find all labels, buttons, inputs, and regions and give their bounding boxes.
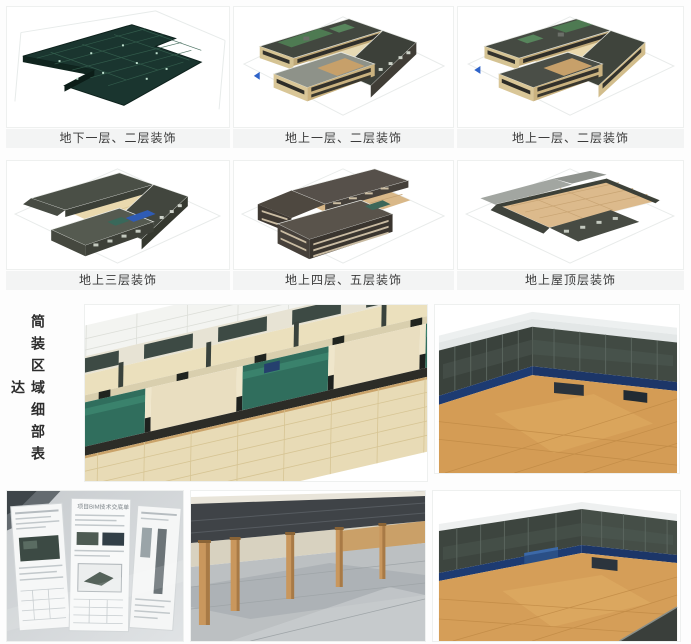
technical-disclosure-photo: 项目BIM技术交底单	[6, 490, 184, 642]
floor-renders-row-1: 地下一层、二层装饰	[6, 6, 685, 148]
u-building-render-a	[242, 16, 446, 116]
sheet-header-text: 项目BIM技术交底单	[77, 502, 129, 511]
roof-floor-render-image	[457, 160, 684, 270]
caption-ground-1-2-b: 地上一层、二层装饰	[457, 129, 684, 148]
floor-3-illustration	[13, 168, 222, 264]
columns	[197, 523, 387, 625]
u-building-render-b	[467, 16, 675, 116]
caption-roof-floor: 地上屋顶层装饰	[457, 271, 684, 290]
ground-floors-1-2-render-a-image	[233, 6, 454, 128]
detail-expression-row: 简装区域细部表达	[6, 304, 685, 482]
panel-basement-1-2: 地下一层、二层装饰	[6, 6, 230, 148]
classroom-render-b-image	[432, 490, 681, 642]
caption-ground-1-2-a: 地上一层、二层装饰	[233, 129, 454, 148]
structural-interior-illustration	[191, 491, 425, 641]
floor-3-render-image	[6, 160, 230, 270]
caption-floors-4-5: 地上四层、五层装饰	[233, 271, 454, 290]
panel-ground-1-2-b: 地上一层、二层装饰	[457, 6, 684, 148]
floor-renders-row-2: 地上三层装饰	[6, 160, 685, 290]
floors-4-5-illustration	[240, 168, 446, 264]
panel-floor-3: 地上三层装饰	[6, 160, 230, 290]
roof-floor-illustration	[464, 168, 676, 264]
panel-ground-1-2-a: 地上一层、二层装饰	[233, 6, 454, 148]
document-sheet	[10, 502, 72, 632]
documents-photo-illustration: 项目BIM技术交底单	[7, 491, 183, 641]
classroom-b-illustration	[438, 502, 678, 641]
document-sheet	[128, 504, 182, 632]
floors-4-5-render-image	[233, 160, 454, 270]
classroom-render-a-image	[434, 304, 680, 474]
bottom-row: 项目BIM技术交底单	[6, 490, 685, 642]
section-label-vertical: 简装区域细部表达	[10, 314, 46, 468]
document-sheet: 项目BIM技术交底单	[68, 497, 132, 633]
basement-floors-render-image	[6, 6, 230, 128]
interior-cutaway-render-image	[84, 304, 428, 482]
basement-render-illustration	[14, 10, 226, 110]
panel-floors-4-5: 地上四层、五层装饰	[233, 160, 454, 290]
ground-floors-1-2-render-b-image	[457, 6, 684, 128]
panel-roof-floor: 地上屋顶层装饰	[457, 160, 684, 290]
interior-cutaway-illustration	[85, 305, 427, 481]
caption-floor-3: 地上三层装饰	[6, 271, 230, 290]
caption-basement-1-2: 地下一层、二层装饰	[6, 129, 230, 148]
classroom-a-illustration	[438, 311, 678, 473]
spacer	[48, 304, 84, 314]
structural-frame-render-image	[190, 490, 426, 642]
